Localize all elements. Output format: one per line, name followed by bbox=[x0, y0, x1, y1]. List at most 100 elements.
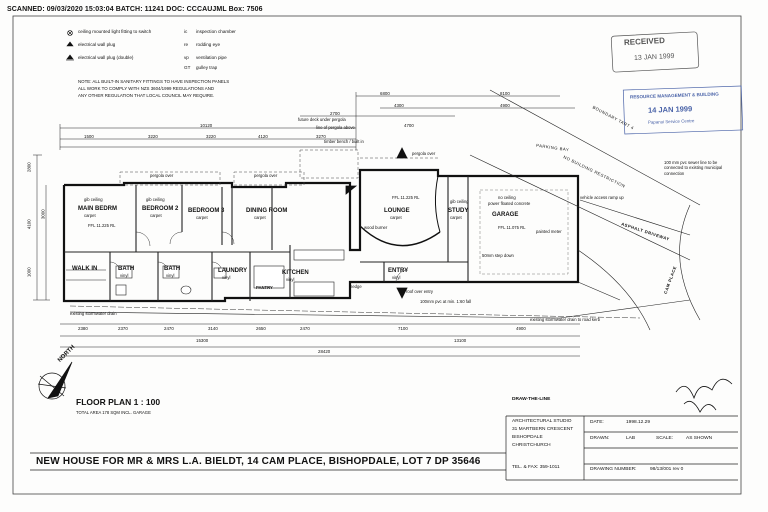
dim-top: 10120 bbox=[200, 123, 213, 128]
room-sub: carpet bbox=[390, 215, 402, 220]
dim-top: 4700 bbox=[404, 123, 414, 128]
pergola-lines bbox=[119, 149, 438, 186]
room-sub: carpet bbox=[254, 215, 266, 220]
signature-strokes bbox=[675, 378, 733, 413]
room-pantry: PANTRY bbox=[256, 285, 273, 290]
annotation-roof-over: roof over entry bbox=[406, 289, 433, 294]
annotation-ffl: FFL 11.225 RL bbox=[88, 223, 116, 228]
room-sub: vinyl bbox=[166, 273, 175, 278]
annotation-pergola: pergola over bbox=[412, 151, 436, 156]
room-sub: power floated concrete bbox=[488, 201, 531, 206]
annotation-hedge: hedge bbox=[350, 284, 362, 289]
dim-top: 4900 bbox=[500, 103, 510, 108]
dim-bottom: 7100 bbox=[398, 326, 408, 331]
studio-line-2: 31 MARTBERN CRESCENT bbox=[512, 427, 574, 432]
section-markers bbox=[345, 147, 408, 299]
legend-item-light: ceiling mounted light fitting to switch bbox=[78, 29, 152, 34]
legend-item-rodding: rodding eye bbox=[196, 42, 221, 47]
legend-symbols bbox=[66, 30, 74, 61]
project-title: NEW HOUSE FOR MR & MRS L.A. BIELDT, 14 C… bbox=[36, 456, 481, 467]
scan-header: SCANNED: 09/03/2020 15:03:04 BATCH: 1124… bbox=[7, 6, 263, 13]
left-dimensions bbox=[33, 154, 50, 301]
dim-bottom: 4900 bbox=[516, 326, 526, 331]
studio-line-3: BISHOPDALE bbox=[512, 435, 543, 440]
tb-scale-value: AS SHOWN bbox=[686, 436, 713, 441]
dim-top: 6800 bbox=[380, 91, 390, 96]
tb-drawn-value: LAB bbox=[626, 436, 636, 441]
annotation-stormwater-kerb: existing stormwater drain to road kerb bbox=[530, 317, 601, 322]
dim-top: 2700 bbox=[330, 111, 340, 116]
inner-walls bbox=[64, 176, 469, 301]
room-main-bedroom: MAIN BEDRM bbox=[78, 206, 117, 212]
annotation-sewer-note: 100 mm pvc sewer line to be connected to… bbox=[664, 160, 723, 176]
room-lounge: LOUNGE bbox=[384, 208, 410, 214]
tb-scale-label: SCALE: bbox=[656, 436, 674, 441]
room-bedroom-2: BEDROOM 2 bbox=[142, 206, 179, 212]
stormwater-drain bbox=[69, 305, 641, 319]
room-sub: carpet bbox=[84, 213, 96, 218]
dim-left: 2800 bbox=[26, 162, 32, 173]
room-sub: vinyl bbox=[120, 273, 129, 278]
tb-date-value: 1998.12.29 bbox=[626, 420, 651, 425]
lounge-bay-curve bbox=[359, 225, 441, 247]
annotation-no-ceiling: no ceiling bbox=[498, 195, 516, 200]
dim-left: 4100 bbox=[26, 219, 32, 230]
room-walk-in: WALK IN bbox=[72, 266, 98, 272]
annotation-gib-ceiling: gib ceiling bbox=[84, 197, 103, 202]
dim-top: 4120 bbox=[258, 134, 268, 139]
floor-plan-title: FLOOR PLAN 1 : 100 bbox=[76, 397, 161, 407]
north-arrow-graphic bbox=[37, 361, 73, 400]
room-garage: GARAGE bbox=[492, 212, 519, 218]
legend-item-vent: ventilation pipe bbox=[196, 55, 227, 60]
legend-code-gt: GT bbox=[184, 65, 191, 70]
legend-item-gulley: gulley trap bbox=[196, 65, 218, 70]
annotation-meter: painted meter bbox=[536, 229, 562, 234]
site-boundaries bbox=[69, 89, 701, 331]
legend-code-vp: vp bbox=[184, 55, 189, 60]
dim-bottom: 2370 bbox=[118, 326, 128, 331]
annotation-vehicle-access: vehicle access ramp up bbox=[580, 195, 624, 200]
room-sub: carpet bbox=[196, 215, 208, 220]
dim-bottom: 2470 bbox=[300, 326, 310, 331]
dim-left: 1000 bbox=[26, 267, 32, 278]
dim-left: 3000 bbox=[40, 209, 46, 220]
tb-drawn-label: DRAWN: bbox=[590, 436, 610, 441]
note-line-2: ALL WORK TO COMPLY WITH NZS 3604/1999 RE… bbox=[78, 86, 215, 91]
annotation-ffl: FFL 11.225 RL bbox=[392, 195, 420, 200]
room-sub: vinyl bbox=[392, 275, 401, 280]
annotation-future-deck: future deck under pergola bbox=[298, 117, 346, 122]
annotation-gib-ceiling: gib ceiling bbox=[450, 199, 469, 204]
room-sub: carpet bbox=[150, 213, 162, 218]
fixtures bbox=[66, 249, 345, 297]
room-entry: ENTRY bbox=[388, 268, 409, 274]
dim-top: 8100 bbox=[500, 91, 510, 96]
tb-drawing-label: DRAWING NUMBER: bbox=[590, 467, 637, 472]
studio-name: DRAW-THE-LINE bbox=[512, 397, 551, 402]
annotation-step: 50mm step down bbox=[482, 253, 514, 258]
studio-line-1: ARCHITECTURAL STUDIO bbox=[512, 419, 572, 424]
outer-walls bbox=[62, 168, 580, 303]
annotation-timber-bench: timber bench / built in bbox=[324, 139, 364, 144]
room-laundry: LAUNDRY bbox=[218, 268, 248, 274]
dim-top: 3220 bbox=[148, 134, 158, 139]
room-sub: carpet bbox=[450, 215, 462, 220]
room-sub: vinyl bbox=[286, 277, 295, 282]
dim-bottom: 2650 bbox=[256, 326, 266, 331]
tb-drawing-value: 98/13/001 rev 0 bbox=[650, 467, 684, 472]
dim-bottom: 28420 bbox=[318, 349, 331, 354]
annotation-pergola: pergola over bbox=[150, 173, 174, 178]
room-dining: DINING ROOM bbox=[246, 208, 288, 214]
dim-bottom: 3140 bbox=[208, 326, 218, 331]
room-bedroom-3: BEDROOM 3 bbox=[188, 208, 225, 214]
annotation-line-pergola: line of pergola above bbox=[316, 125, 355, 130]
studio-line-4: CHRISTCHURCH bbox=[512, 443, 551, 448]
dim-top: 3220 bbox=[206, 134, 216, 139]
room-bath-2: BATH bbox=[164, 266, 181, 272]
dim-top: 4300 bbox=[394, 103, 404, 108]
legend-item-inspection: inspection chamber bbox=[196, 29, 236, 34]
room-bath-1: BATH bbox=[118, 266, 135, 272]
room-kitchen: KITCHEN bbox=[282, 270, 309, 276]
dim-bottom: 13100 bbox=[454, 338, 467, 343]
